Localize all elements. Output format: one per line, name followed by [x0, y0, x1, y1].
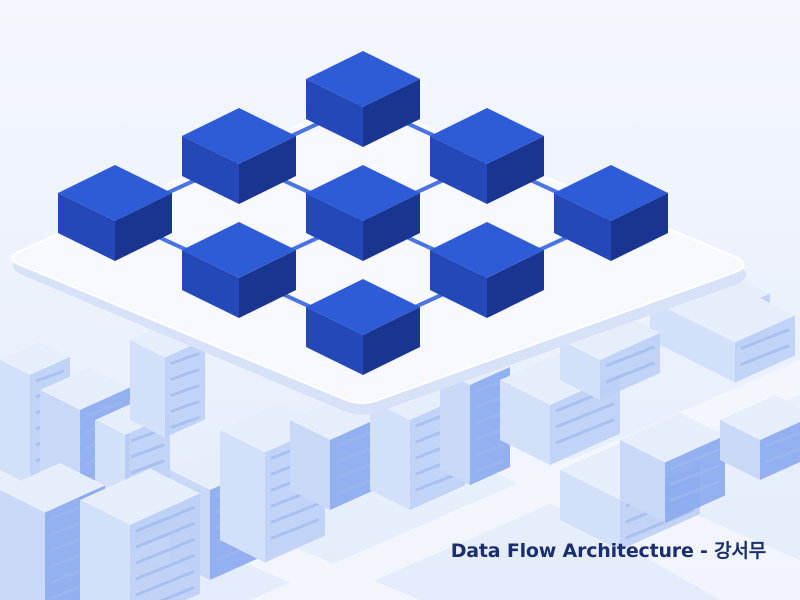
building [720, 395, 800, 480]
building [0, 463, 105, 600]
blue-cube-icon [306, 51, 420, 147]
blue-cube-icon [306, 279, 420, 375]
blue-cube-icon [182, 222, 296, 318]
building [130, 322, 205, 438]
building [80, 468, 200, 600]
blue-cube-icon [430, 222, 544, 318]
diagram-caption: Data Flow Architecture - 강서무 [450, 540, 766, 562]
building [290, 397, 380, 510]
building [690, 293, 795, 383]
blue-cube-icon [182, 108, 296, 204]
node-grid [58, 51, 668, 375]
blue-cube-icon [58, 165, 172, 261]
blue-cube-icon [430, 108, 544, 204]
building [620, 413, 725, 523]
blue-cube-icon [554, 165, 668, 261]
building [560, 313, 660, 400]
blue-cube-icon [306, 165, 420, 261]
